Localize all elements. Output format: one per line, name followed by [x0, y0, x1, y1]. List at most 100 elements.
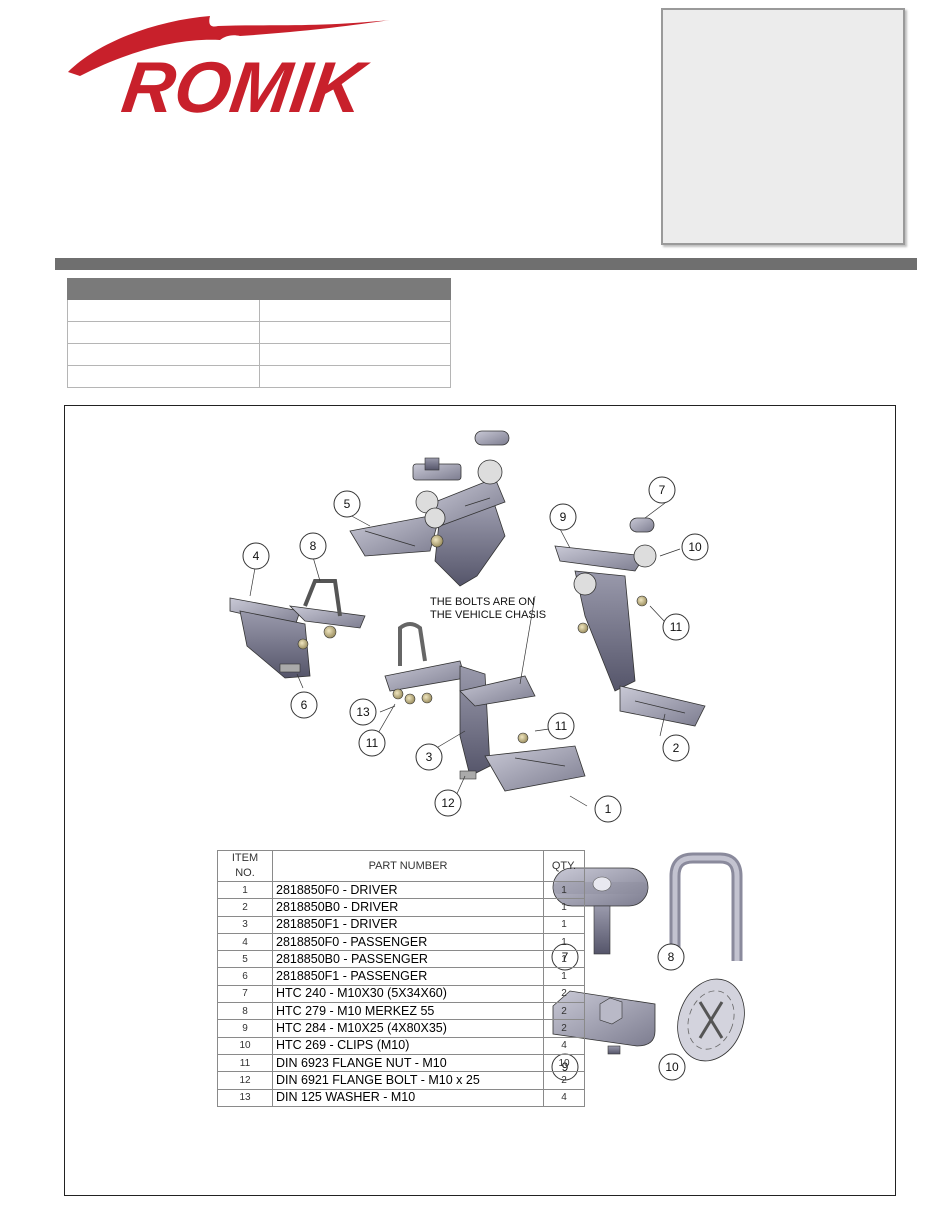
callout-8: 8	[299, 532, 327, 560]
part-number-cell: DIN 6923 FLANGE NUT - M10	[272, 1053, 544, 1073]
callout-9: 9	[549, 503, 577, 531]
assembly-drawing-frame: 5 4 8 6 9 7 10 11 2 13 11 11 3 12 1 THE …	[64, 405, 896, 1196]
part-number-cell: 2818850B0 - DRIVER	[272, 898, 544, 917]
bracket-part-2	[554, 517, 706, 727]
qty-cell: 4	[543, 1036, 585, 1055]
qty-cell: 10	[543, 1053, 585, 1073]
part-number-cell: HTC 269 - CLIPS (M10)	[272, 1036, 544, 1055]
item-no-cell: 8	[217, 1002, 273, 1021]
callout-12: 12	[434, 789, 462, 817]
detail-label-8: 8	[657, 943, 685, 971]
parts-table-header: ITEM NO. PART NUMBER QTY.	[217, 850, 585, 882]
item-no-cell: 3	[217, 915, 273, 934]
part-number-cell: 2818850F1 - PASSENGER	[272, 967, 544, 986]
svg-text:8: 8	[668, 950, 675, 964]
detail-part-10: 10	[658, 978, 745, 1081]
item-no-cell: 11	[217, 1053, 273, 1073]
qty-cell: 1	[543, 950, 585, 969]
svg-text:8: 8	[310, 539, 317, 553]
callout-4: 4	[242, 542, 270, 570]
qty-cell: 1	[543, 898, 585, 917]
svg-text:9: 9	[560, 510, 567, 524]
svg-text:1: 1	[605, 802, 612, 816]
bracket-part-4	[229, 579, 366, 679]
svg-text:11: 11	[555, 719, 568, 733]
spec-table-row	[67, 365, 451, 388]
spec-table-header	[67, 278, 451, 300]
callout-3: 3	[415, 743, 443, 771]
qty-cell: 1	[543, 967, 585, 986]
detail-part-8: 8	[657, 852, 743, 971]
svg-text:13: 13	[356, 705, 370, 719]
hardware-stack-5	[412, 430, 510, 548]
svg-text:2: 2	[673, 741, 680, 755]
part-number-cell: HTC 284 - M10X25 (4X80X35)	[272, 1019, 544, 1038]
vehicle-spec-table	[67, 278, 451, 388]
svg-text:11: 11	[670, 620, 683, 634]
svg-text:THE BOLTS ARE ON: THE BOLTS ARE ON	[430, 596, 535, 608]
brand-name: ROMIK	[117, 48, 373, 120]
qty-cell: 1	[543, 932, 585, 952]
spec-table-row	[67, 343, 451, 366]
item-no-cell: 13	[217, 1088, 273, 1107]
header-divider	[55, 258, 917, 270]
callout-6: 6	[290, 691, 318, 719]
qty-cell: 2	[543, 1002, 585, 1021]
item-no-cell: 6	[217, 967, 273, 986]
qty-cell: 1	[543, 880, 585, 900]
svg-text:THE VEHICLE CHASIS: THE VEHICLE CHASIS	[430, 609, 546, 621]
svg-text:7: 7	[659, 483, 666, 497]
item-no-cell: 2	[217, 898, 273, 917]
callout-1: 1	[594, 795, 622, 823]
part-number-cell: DIN 6921 FLANGE BOLT - M10 x 25	[272, 1071, 544, 1090]
callout-balloons: 5 4 8 6 9 7 10 11 2 13 11 11 3 12 1	[242, 476, 709, 823]
detail-label-10: 10	[658, 1053, 686, 1081]
svg-text:5: 5	[344, 497, 351, 511]
callout-13: 13	[349, 698, 377, 726]
part-number-cell: HTC 279 - M10 MERKEZ 55	[272, 1002, 544, 1021]
bracket-part-3	[384, 622, 586, 792]
qty-cell: 4	[543, 1088, 585, 1107]
spec-table-row	[67, 299, 451, 322]
spec-table-row	[67, 321, 451, 344]
callout-11: 11	[358, 729, 386, 757]
svg-text:12: 12	[441, 796, 455, 810]
item-no-cell: 1	[217, 880, 273, 900]
part-number-cell: 2818850F0 - DRIVER	[272, 880, 544, 900]
qty-cell: 2	[543, 984, 585, 1004]
callout-11: 11	[662, 613, 690, 641]
callout-10: 10	[681, 533, 709, 561]
qty-cell: 1	[543, 915, 585, 934]
svg-text:10: 10	[665, 1060, 679, 1074]
svg-text:10: 10	[688, 540, 702, 554]
item-no-cell: 7	[217, 984, 273, 1004]
callout-11: 11	[547, 712, 575, 740]
callout-2: 2	[662, 734, 690, 762]
item-no-cell: 12	[217, 1071, 273, 1090]
bracket-part-5	[349, 477, 506, 587]
item-no-cell: 5	[217, 950, 273, 969]
svg-text:11: 11	[366, 736, 379, 750]
item-no-cell: 9	[217, 1019, 273, 1038]
qty-cell: 2	[543, 1019, 585, 1038]
header-item-no: ITEM NO.	[217, 850, 273, 882]
header-qty: QTY.	[543, 850, 585, 882]
part-number-cell: HTC 240 - M10X30 (5X34X60)	[272, 984, 544, 1004]
part-number-cell: 2818850F1 - DRIVER	[272, 915, 544, 934]
qty-cell: 2	[543, 1071, 585, 1090]
part-number-cell: 2818850F0 - PASSENGER	[272, 932, 544, 952]
item-no-cell: 4	[217, 932, 273, 952]
header-part-number: PART NUMBER	[272, 850, 544, 882]
part-number-cell: 2818850B0 - PASSENGER	[272, 950, 544, 969]
